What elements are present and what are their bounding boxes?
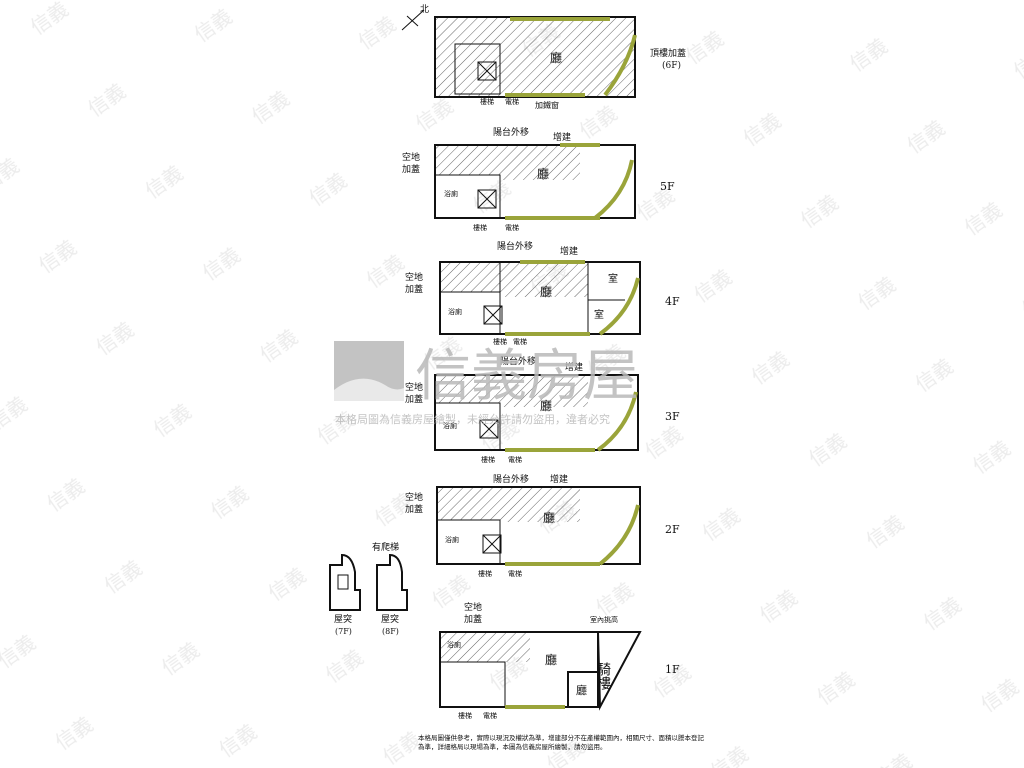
4f-room-b-label: 室 [594, 308, 604, 321]
3f-empty-label: 空地 [405, 381, 423, 393]
1f-roof-note: 室內挑高 [590, 615, 618, 624]
3f-bath-label: 浴廁 [443, 421, 457, 430]
4f-extension-label: 增建 [560, 245, 578, 257]
watermark: 信義房屋 本格局圖為信義房屋繪製，未經允許請勿盜用，違者必究 [334, 341, 639, 426]
rooftop-8f-sub: (8F) [382, 627, 399, 636]
5f-balcony-label: 陽台外移 [493, 126, 529, 138]
3f-elevator-label: 電梯 [508, 455, 522, 464]
disclaimer-note: 本格局圖僅供參考，實際以現況及權狀為準，增建部分不在產權範圍內，相關尺寸、面積以… [418, 734, 704, 751]
floor-5f: 廳 5F 陽台外移 增建 空地 加蓋 浴廁 樓梯 電梯 [402, 126, 675, 232]
4f-room-a-label: 室 [608, 272, 618, 285]
floor-4f: 廳 室 室 4F 陽台外移 增建 空地 加蓋 浴廁 樓梯 電梯 [405, 240, 680, 346]
3f-balcony-label: 陽台外移 [500, 355, 536, 367]
5f-added-label: 加蓋 [402, 163, 420, 175]
3f-floor-label: 3F [665, 410, 680, 423]
roof-elevator-box [477, 61, 497, 81]
5f-room-label: 廳 [537, 166, 549, 181]
2f-added-label: 加蓋 [405, 503, 423, 515]
roof-floor-sublabel: (6F) [662, 60, 681, 71]
north-label: 北 [420, 4, 429, 15]
2f-elevator-label: 電梯 [508, 569, 522, 578]
2f-empty-label: 空地 [405, 491, 423, 503]
floor-3f: 廳 3F 陽台外移 增建 空地 加蓋 浴廁 樓梯 電梯 [405, 355, 680, 464]
roof-iron-window-label: 加鐵窗 [535, 100, 559, 110]
1f-arcade-label: 騎樓 [595, 662, 611, 690]
5f-floor-label: 5F [660, 180, 675, 193]
rooftop-ladder-label: 有爬梯 [372, 541, 399, 553]
5f-extension-label: 增建 [553, 131, 571, 143]
watermark-notice: 本格局圖為信義房屋繪製，未經允許請勿盜用，違者必究 [335, 412, 610, 426]
rooftop-structures: 有爬梯 屋突 (7F) 屋突 (8F) [329, 541, 408, 636]
3f-room-label: 廳 [540, 398, 552, 413]
1f-room-label: 廳 [545, 652, 557, 667]
1f-added-label: 加蓋 [464, 613, 482, 625]
2f-floor-label: 2F [665, 523, 680, 536]
4f-added-label: 加蓋 [405, 283, 423, 295]
floor-2f: 廳 2F 陽台外移 增建 空地 加蓋 浴廁 樓梯 電梯 [405, 473, 680, 578]
1f-elevator-label: 電梯 [483, 711, 497, 720]
2f-balcony-label: 陽台外移 [493, 473, 529, 485]
5f-stair-label: 樓梯 [473, 223, 487, 232]
roof-room-label: 廳 [550, 50, 562, 65]
3f-extension-label: 增建 [565, 361, 583, 373]
3f-added-label: 加蓋 [405, 393, 423, 405]
floor-1f: 廳 廳 騎樓 1F 空地 加蓋 室內挑高 浴廁 樓梯 電梯 [439, 601, 680, 720]
4f-bath-label: 浴廁 [448, 307, 462, 316]
1f-bath-label: 浴廁 [447, 640, 461, 649]
1f-floor-label: 1F [665, 663, 680, 676]
1f-stair-label: 樓梯 [458, 711, 472, 720]
floor-roof: 廳 頂樓加蓋 (6F) 樓梯 電梯 加鐵窗 [434, 16, 686, 110]
roof-elevator-label: 電梯 [505, 97, 519, 106]
roof-stair-label: 樓梯 [480, 97, 494, 106]
5f-elevator-label: 電梯 [505, 223, 519, 232]
1f-empty-label: 空地 [464, 601, 482, 613]
5f-empty-label: 空地 [402, 151, 420, 163]
rooftop-7f-sub: (7F) [335, 627, 352, 636]
rooftop-7f-label: 屋突 [334, 613, 352, 625]
4f-balcony-label: 陽台外移 [497, 240, 533, 252]
watermark-brand: 信義房屋 [415, 344, 639, 409]
2f-stair-label: 樓梯 [478, 569, 492, 578]
4f-room-label: 廳 [540, 284, 552, 299]
roof-stair-core [454, 43, 501, 95]
4f-elevator-label: 電梯 [513, 337, 527, 346]
4f-floor-label: 4F [665, 295, 680, 308]
roof-hatched-area [435, 17, 635, 97]
roof-floor-label: 頂樓加蓋 [650, 47, 686, 59]
5f-bath-label: 浴廁 [444, 189, 458, 198]
3f-stair-label: 樓梯 [481, 455, 495, 464]
4f-stair-label: 樓梯 [493, 337, 507, 346]
north-arrow: 北 [401, 4, 429, 31]
rooftop-8f-label: 屋突 [381, 613, 399, 625]
2f-extension-label: 增建 [550, 473, 568, 485]
2f-bath-label: 浴廁 [445, 535, 459, 544]
2f-room-label: 廳 [543, 510, 555, 525]
1f-room2-label: 廳 [576, 683, 587, 697]
4f-empty-label: 空地 [405, 271, 423, 283]
